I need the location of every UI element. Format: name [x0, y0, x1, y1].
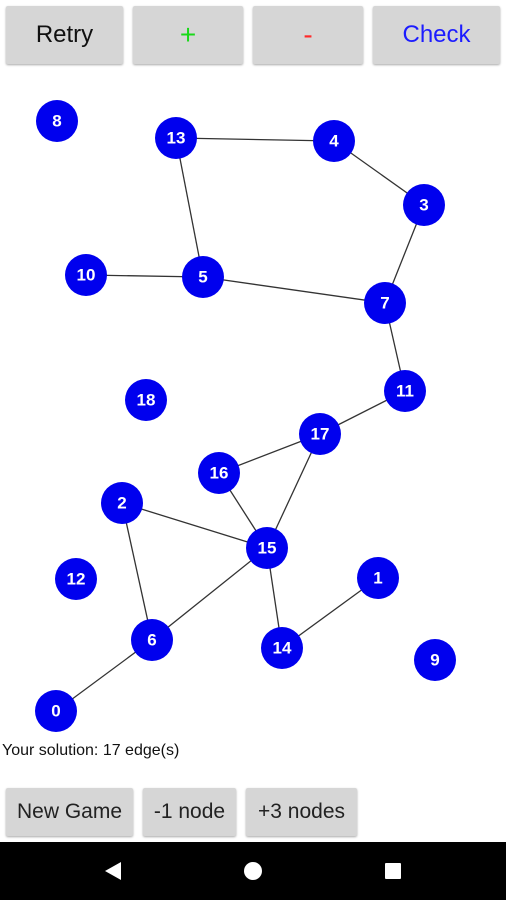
graph-node-12[interactable]: 12: [55, 558, 97, 600]
node-circle[interactable]: [35, 690, 77, 732]
node-circle[interactable]: [414, 639, 456, 681]
graph-node-13[interactable]: 13: [155, 117, 197, 159]
node-label: 3: [419, 196, 428, 215]
graph-edge-15-6: [151, 547, 268, 641]
node-label: 2: [117, 494, 126, 513]
graph-node-14[interactable]: 14: [261, 627, 303, 669]
retry-button[interactable]: Retry: [6, 6, 123, 64]
graph-node-4[interactable]: 4: [313, 120, 355, 162]
node-label: 13: [167, 129, 186, 148]
home-circle-icon[interactable]: [226, 842, 280, 900]
graph-node-5[interactable]: 5: [182, 256, 224, 298]
node-circle[interactable]: [198, 452, 240, 494]
node-circle[interactable]: [357, 557, 399, 599]
graph-node-7[interactable]: 7: [364, 282, 406, 324]
remove-button[interactable]: -: [253, 6, 363, 64]
node-circle[interactable]: [261, 627, 303, 669]
graph-edge-13-5: [175, 137, 204, 278]
graph-node-2[interactable]: 2: [101, 482, 143, 524]
node-label: 8: [52, 112, 61, 131]
node-label: 18: [137, 391, 156, 410]
node-circle[interactable]: [364, 282, 406, 324]
node-label: 16: [210, 464, 229, 483]
node-circle[interactable]: [246, 527, 288, 569]
node-circle[interactable]: [384, 370, 426, 412]
graph-node-16[interactable]: 16: [198, 452, 240, 494]
graph-node-3[interactable]: 3: [403, 184, 445, 226]
edges-layer: [55, 137, 425, 712]
node-label: 7: [380, 294, 389, 313]
node-circle[interactable]: [403, 184, 445, 226]
back-triangle-icon[interactable]: [86, 842, 140, 900]
navigation-bar: [0, 842, 506, 900]
node-label: 6: [147, 631, 156, 650]
add-button[interactable]: +: [133, 6, 243, 64]
node-circle[interactable]: [313, 120, 355, 162]
graph-node-18[interactable]: 18: [125, 379, 167, 421]
node-label: 5: [198, 268, 207, 287]
node-label: 9: [430, 651, 439, 670]
node-label: 12: [67, 570, 86, 589]
node-label: 4: [329, 132, 339, 151]
graph-node-1[interactable]: 1: [357, 557, 399, 599]
node-label: 17: [311, 425, 330, 444]
add-nodes-button[interactable]: +3 nodes: [246, 788, 357, 836]
node-label: 14: [273, 639, 292, 658]
recents-square-icon[interactable]: [366, 842, 420, 900]
node-label: 0: [51, 702, 60, 721]
graph-node-11[interactable]: 11: [384, 370, 426, 412]
graph-edge-13-4: [175, 137, 335, 142]
graph-edge-5-7: [202, 276, 386, 304]
node-circle[interactable]: [155, 117, 197, 159]
node-circle[interactable]: [131, 619, 173, 661]
graph-node-9[interactable]: 9: [414, 639, 456, 681]
node-circle[interactable]: [36, 100, 78, 142]
toolbar: Retry + - Check: [0, 0, 506, 70]
graph-node-15[interactable]: 15: [246, 527, 288, 569]
graph-node-0[interactable]: 0: [35, 690, 77, 732]
node-circle[interactable]: [101, 482, 143, 524]
graph-edge-2-6: [121, 502, 153, 641]
node-circle[interactable]: [65, 254, 107, 296]
graph-node-8[interactable]: 8: [36, 100, 78, 142]
node-circle[interactable]: [125, 379, 167, 421]
node-label: 11: [396, 382, 414, 401]
node-circle[interactable]: [299, 413, 341, 455]
remove-node-button[interactable]: -1 node: [143, 788, 236, 836]
graph-edge-2-15: [121, 502, 268, 549]
node-label: 10: [77, 266, 96, 285]
graph-node-17[interactable]: 17: [299, 413, 341, 455]
node-label: 15: [258, 539, 277, 558]
graph-node-6[interactable]: 6: [131, 619, 173, 661]
check-button[interactable]: Check: [373, 6, 500, 64]
node-circle[interactable]: [182, 256, 224, 298]
graph-node-10[interactable]: 10: [65, 254, 107, 296]
solution-status: Your solution: 17 edge(s): [2, 742, 180, 759]
node-label: 1: [373, 569, 382, 588]
node-circle[interactable]: [55, 558, 97, 600]
new-game-button[interactable]: New Game: [6, 788, 133, 836]
